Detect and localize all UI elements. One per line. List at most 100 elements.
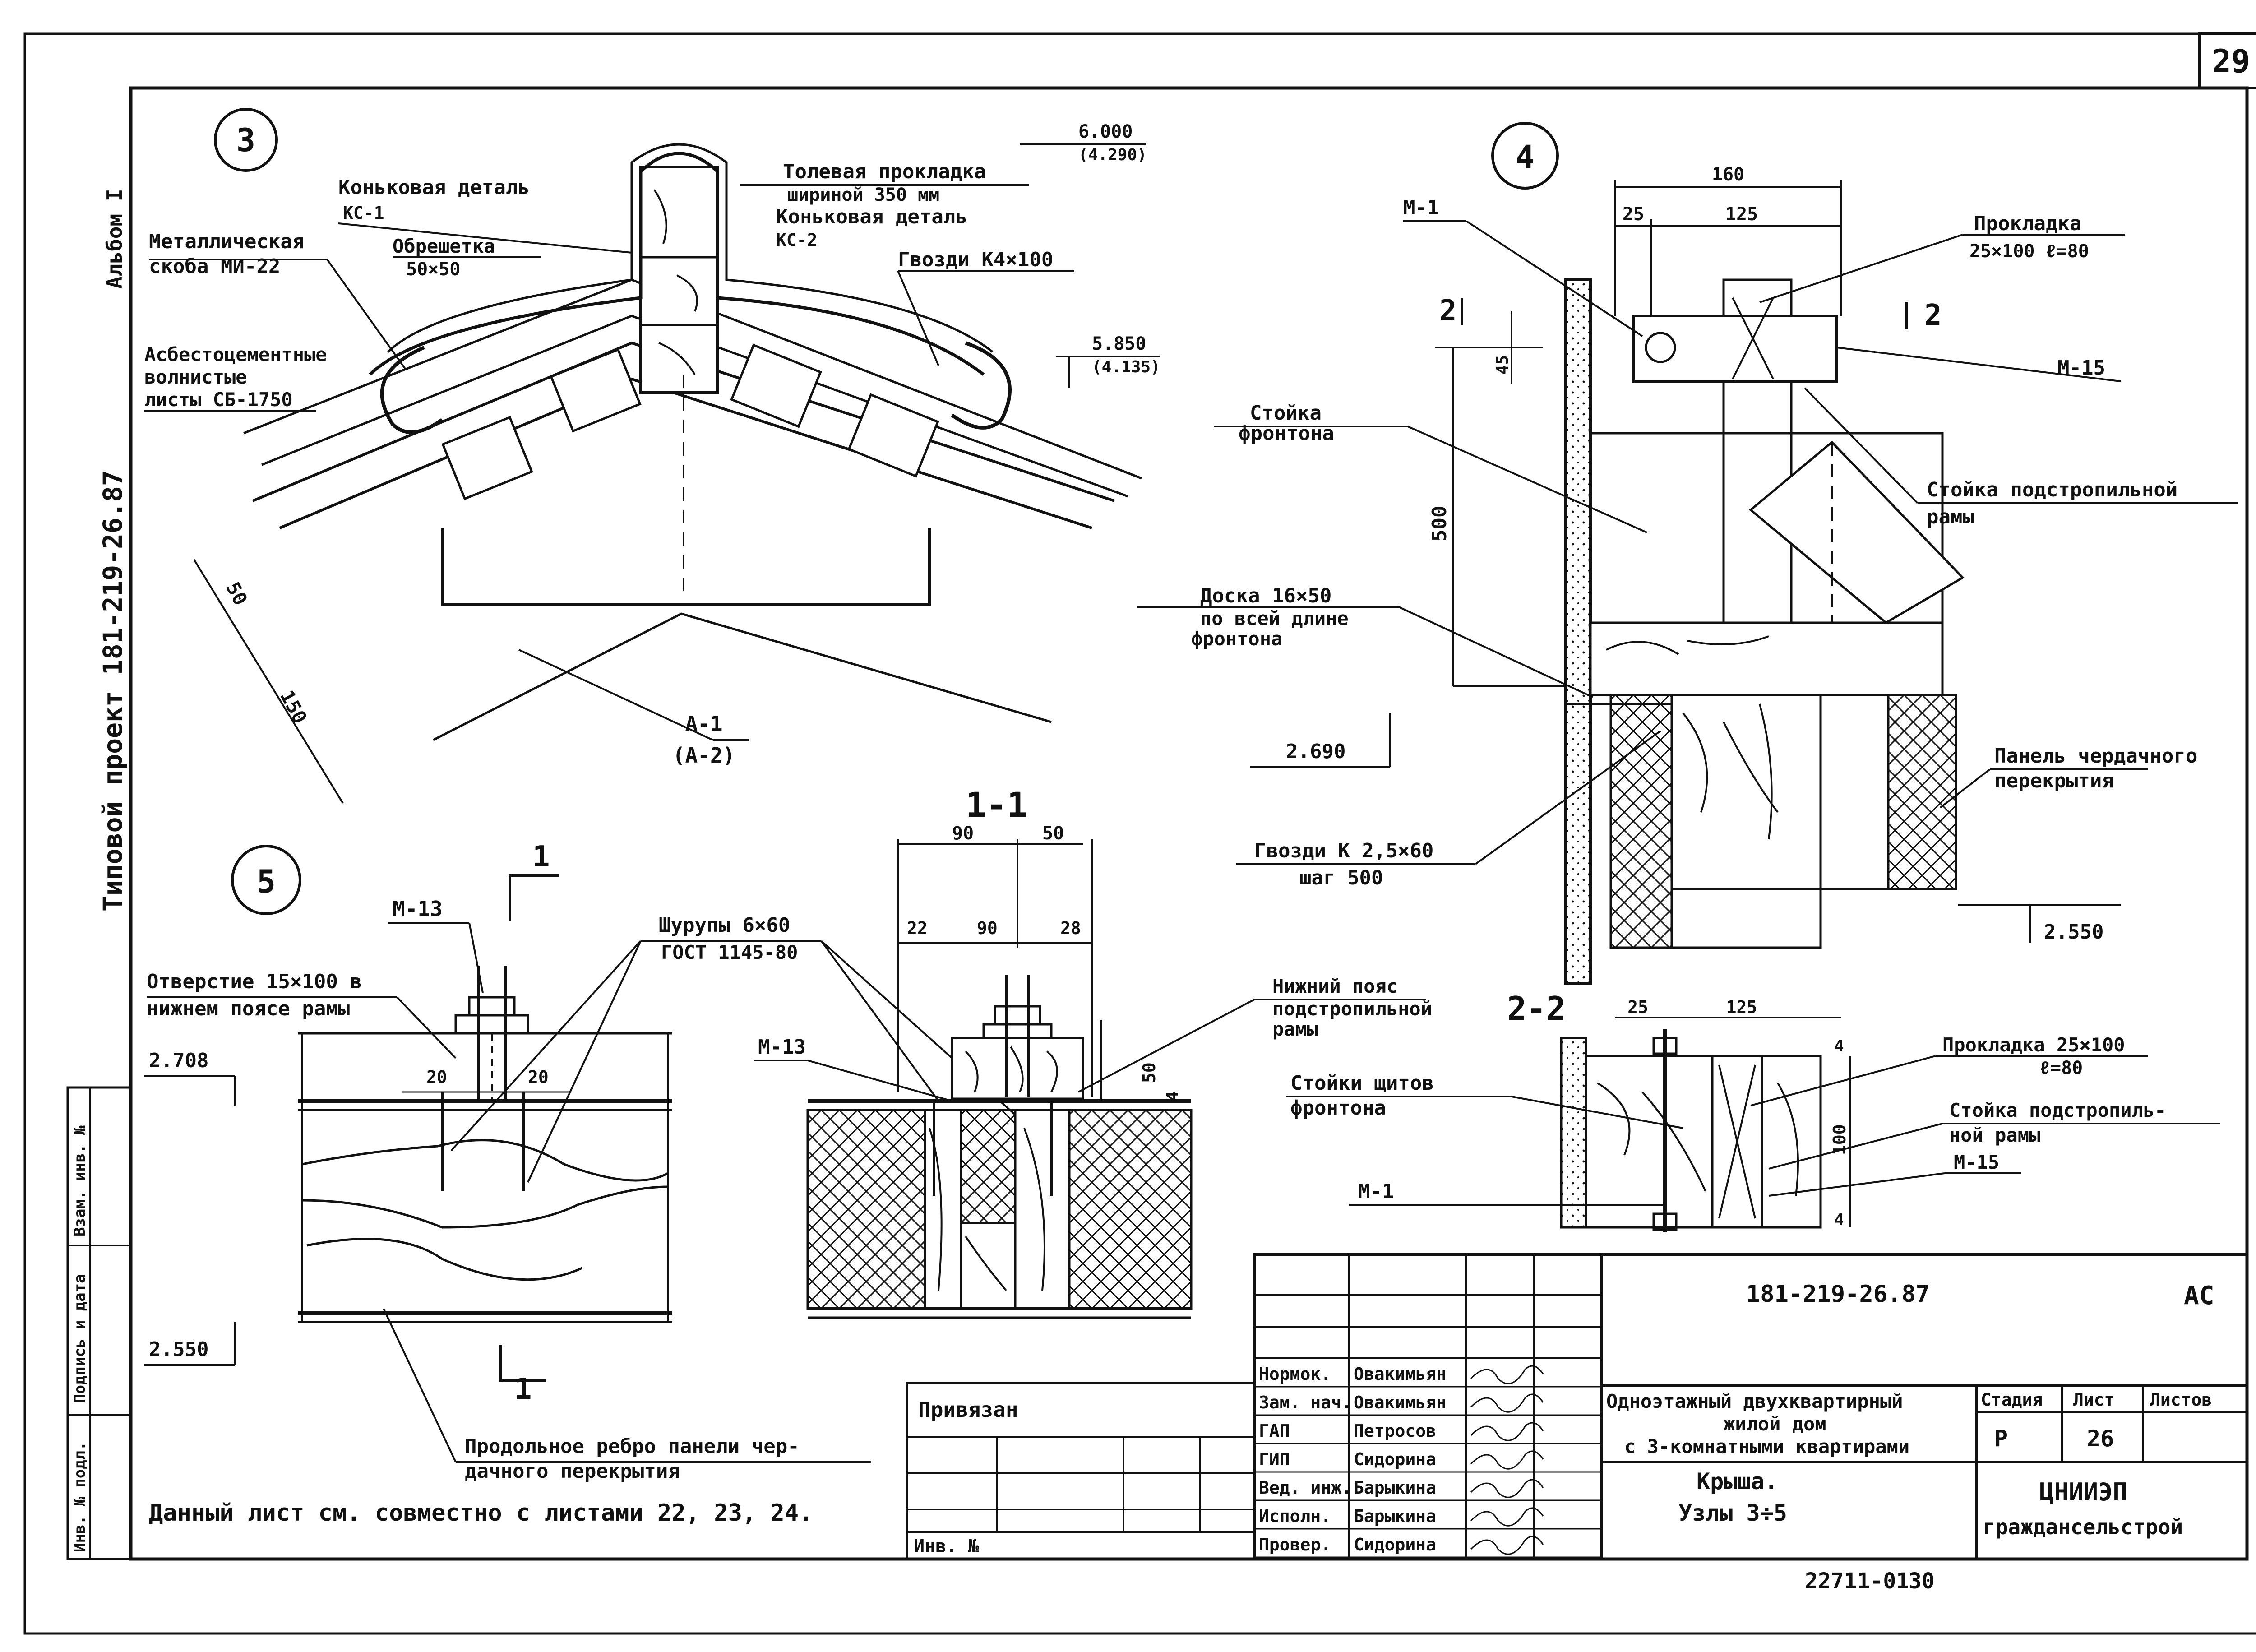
stamp-name: Барыкина [1354,1506,1436,1526]
node-5-dim-20b: 20 [528,1067,549,1087]
album-label: Альбом I [102,189,127,289]
stamp-inv-no: Инв. № [914,1536,979,1557]
node-4-marker [1491,122,1559,190]
stamp-stage-code: АС [2184,1281,2214,1310]
callout-2-2-gasket: Прокладка 25×100 [1942,1034,2125,1056]
section-1-1-dim-50v: 50 [1139,1062,1159,1083]
callout-tar-gasket: Толевая прокладка [783,160,986,183]
side-stamp [66,1086,132,1560]
node-5-number: 5 [257,863,276,900]
callout-hole-2: нижнем поясе рамы [147,997,350,1020]
callout-asbestos-2: волнистые [144,366,247,388]
callout-rafter-post: Стойка подстропильной [1927,478,2177,501]
stamp-title-3: с 3-комнатными квартирами [1624,1435,1909,1458]
stamp-sheet-no: 26 [2087,1425,2114,1452]
node-5-marker [231,845,301,915]
callout-screws-std: ГОСТ 1145-80 [661,941,798,963]
callout-m1: М-1 [1403,196,1439,219]
node-4-number: 4 [1516,139,1535,176]
callout-lower-chord-3: рамы [1272,1018,1318,1040]
node-4-dim-160: 160 [1712,164,1744,185]
callout-metal-bracket-code: скоба МИ-22 [149,255,280,278]
stamp-page-bottom: 30 [1909,1569,1935,1594]
sheet-note: Данный лист см. совместно с листами 22, … [149,1499,813,1527]
callout-rib: Продольное ребро панели чер- [465,1435,800,1458]
callout-ridge-detail-2-code: КС-2 [776,230,818,250]
callout-tar-gasket-width: шириной 350 мм [787,185,939,205]
node-3-frame-2: (А-2) [673,743,735,768]
project-label: Типовой проект 181-219-26.87 [97,470,128,912]
callout-shield-posts-2: фронтона [1290,1097,1386,1120]
section-2-2-dim-4b: 4 [1834,1211,1844,1229]
stamp-name: Сидорина [1354,1535,1436,1555]
section-2-2: 2-2 25 125 100 4 4 Прокладка 25×100 ℓ=80… [1286,990,2220,1232]
section-1-1-dim-4: 4 [1163,1091,1182,1101]
level-mid-alt: (4.135) [1092,358,1160,376]
level-2690: 2.690 [1286,740,1345,763]
side-label-3: Инв. № подл. [71,1441,89,1552]
callout-board: Доска 16×50 [1200,584,1331,607]
section-1-1-dim-28: 28 [1060,918,1081,938]
callout-2-2-rafter-post-2: ной рамы [1949,1124,2040,1146]
stamp-code: 181-219-26.87 [1746,1281,1930,1308]
node-4-dim-25: 25 [1623,204,1644,225]
callout-gable-post: Стойка [1250,402,1322,425]
stamp-sheet-title-1: Крыша. [1697,1468,1778,1495]
stamp-role: Исполн. [1259,1506,1331,1526]
stamp-sheet-title-2: Узлы 3÷5 [1678,1500,1787,1526]
stamp-h-stage: Стадия [1981,1390,2043,1410]
callout-hole: Отверстие 15×100 в [147,970,362,993]
section-2-2-dim-4a: 4 [1834,1037,1844,1055]
callout-ridge-detail-1-code: КС-1 [343,203,384,223]
callout-lower-chord: Нижний пояс [1272,975,1398,997]
node-3-number: 3 [236,122,255,159]
section-2-2-dim-125: 125 [1726,997,1757,1017]
section-1-1-title: 1-1 [966,785,1027,825]
node-4-gable: 4 160 25 125 45 500 [1137,122,2238,985]
section-1-1-dim-90b: 90 [977,918,998,938]
stamp-title-1: Одноэтажный двухквартирный [1606,1390,1903,1412]
signature-icon [1470,1365,1544,1384]
section-1-1-dim-22: 22 [907,918,928,938]
callout-rafter-post-2: рамы [1927,505,1974,528]
callout-panel-2: перекрытия [1994,769,2114,792]
node-3-dim-150: 150 [276,687,311,727]
section-1-1-dim-50: 50 [1042,823,1064,844]
callout-lathing-size: 50×50 [406,259,460,280]
side-label-1: Взам. инв. № [71,1125,89,1236]
stamp-name: Овакимьян [1354,1393,1447,1412]
node-5-section-mark-top: 1 [532,840,550,874]
bolt-m1 [1645,332,1676,363]
callout-ridge-detail-1: Коньковая деталь [338,176,530,199]
callout-2-2-gasket-len: ℓ=80 [2039,1058,2083,1078]
signature-icon [1470,1450,1544,1470]
signature-icon [1470,1393,1544,1413]
section-2-2-title: 2-2 [1507,990,1566,1027]
callout-rib-2: дачного перекрытия [465,1460,680,1483]
stamp-role: Зам. нач. [1259,1393,1352,1412]
node-3-marker [214,108,278,172]
section-1-1-dim-90: 90 [952,823,974,844]
callout-lower-chord-2: подстропильной [1272,998,1432,1020]
node-5-dim-20a: 20 [426,1067,447,1087]
callout-m13-node5: М-13 [393,897,443,921]
callout-m15: М-15 [2057,356,2105,379]
page-number: 29 [2212,43,2250,80]
level-2708: 2.708 [149,1049,208,1072]
callout-gable-post-2: фронтона [1239,422,1334,445]
node-5-section-mark-bottom: 1 [514,1373,532,1406]
node-3-dim-50: 50 [222,578,252,609]
stamp-role: ГАП [1259,1421,1290,1441]
node-5: 5 1 1 20 20 М-13 Отверстие 15×100 в нижн… [144,840,1061,1483]
callout-ridge-detail-2: Коньковая деталь [776,205,967,228]
level-top-alt: (4.290) [1078,146,1147,164]
section-2-left: 2 [1439,294,1457,328]
outer-frame [23,32,2256,1635]
callout-asbestos-1: Асбестоцементные [144,343,327,366]
stamp-name: Барыкина [1354,1478,1436,1498]
callout-nails: Гвозди К4×100 [898,248,1053,271]
level-top: 6.000 [1078,121,1133,142]
level-2550-node5: 2.550 [149,1338,208,1361]
stamp-role: Вед. инж. [1259,1478,1352,1498]
